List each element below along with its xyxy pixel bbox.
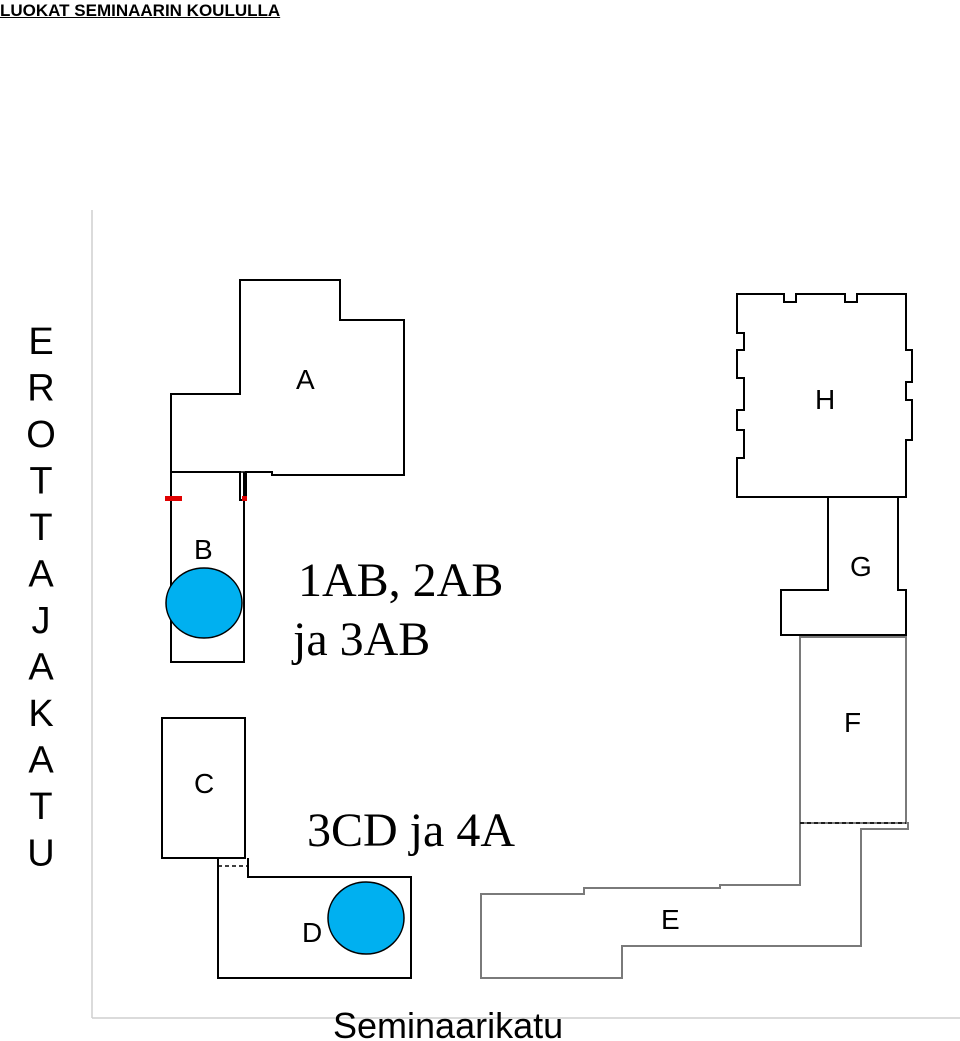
entrance-marker [165,496,182,501]
building-f-label: F [844,707,861,738]
building-b[interactable] [170,472,245,663]
building-a-label: A [296,364,315,395]
street-letter: A [28,740,54,782]
entrance-marker [242,496,247,501]
location-marker-b[interactable] [165,567,243,639]
street-letter: T [29,461,52,503]
street-letter: R [27,368,54,410]
street-letter: J [32,600,51,642]
annotation-ab-line1: 1AB, 2AB [298,554,503,607]
building-h[interactable] [736,293,913,498]
building-b-label: B [194,534,213,565]
annotation-ab-line2: ja 3AB [291,613,430,666]
building-d-label: D [302,917,322,948]
street-letter: O [26,414,56,456]
location-marker-d[interactable] [327,881,405,955]
street-letter: K [28,693,53,735]
building-g[interactable] [780,496,907,636]
building-g-label: G [850,551,872,582]
street-seminaarikatu: Seminaarikatu [333,1005,563,1041]
building-e[interactable] [480,822,909,979]
street-letter: U [27,833,54,875]
street-letter: T [29,507,52,549]
building-e-label: E [661,904,680,935]
street-letter: A [28,554,54,596]
annotation-cd: 3CD ja 4A [307,804,515,857]
building-d[interactable] [217,858,412,979]
street-letter: E [28,321,53,363]
building-h-label: H [815,384,835,415]
street-letter: A [28,647,54,689]
street-letter: T [29,786,52,828]
building-a[interactable] [170,279,405,501]
building-c[interactable] [161,717,246,859]
building-c-label: C [194,768,214,799]
page-title: LUOKAT SEMINAARIN KOULULLA [0,1,281,20]
